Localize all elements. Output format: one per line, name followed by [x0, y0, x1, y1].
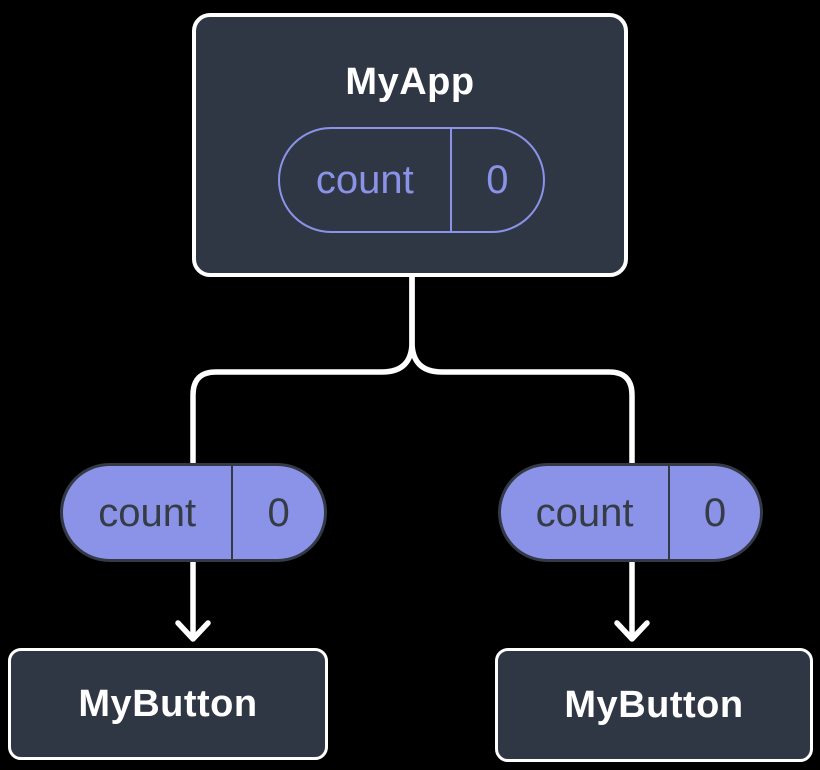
- component-title: MyApp: [345, 61, 475, 103]
- component-title: MyButton: [78, 683, 258, 725]
- state-label: count: [501, 466, 671, 559]
- state-value: 0: [267, 490, 290, 535]
- state-value: 0: [703, 490, 727, 535]
- arrow-right-head: [614, 620, 650, 642]
- connector-branch-right: [409, 274, 635, 466]
- component-title: MyButton: [564, 684, 744, 726]
- state-label: count: [63, 466, 234, 559]
- state-pill-child-1: count 0: [60, 463, 327, 562]
- component-node-mybutton-2: MyButton: [495, 648, 813, 762]
- component-node-myapp: MyApp count 0: [192, 13, 628, 277]
- arrow-left-head: [175, 620, 211, 642]
- state-label: count: [280, 129, 452, 231]
- state-pill-root: count 0: [278, 127, 545, 233]
- state-value: 0: [486, 158, 509, 202]
- state-pill-child-2: count 0: [498, 463, 763, 562]
- connector-branch-left: [190, 274, 415, 466]
- component-node-mybutton-1: MyButton: [8, 648, 328, 760]
